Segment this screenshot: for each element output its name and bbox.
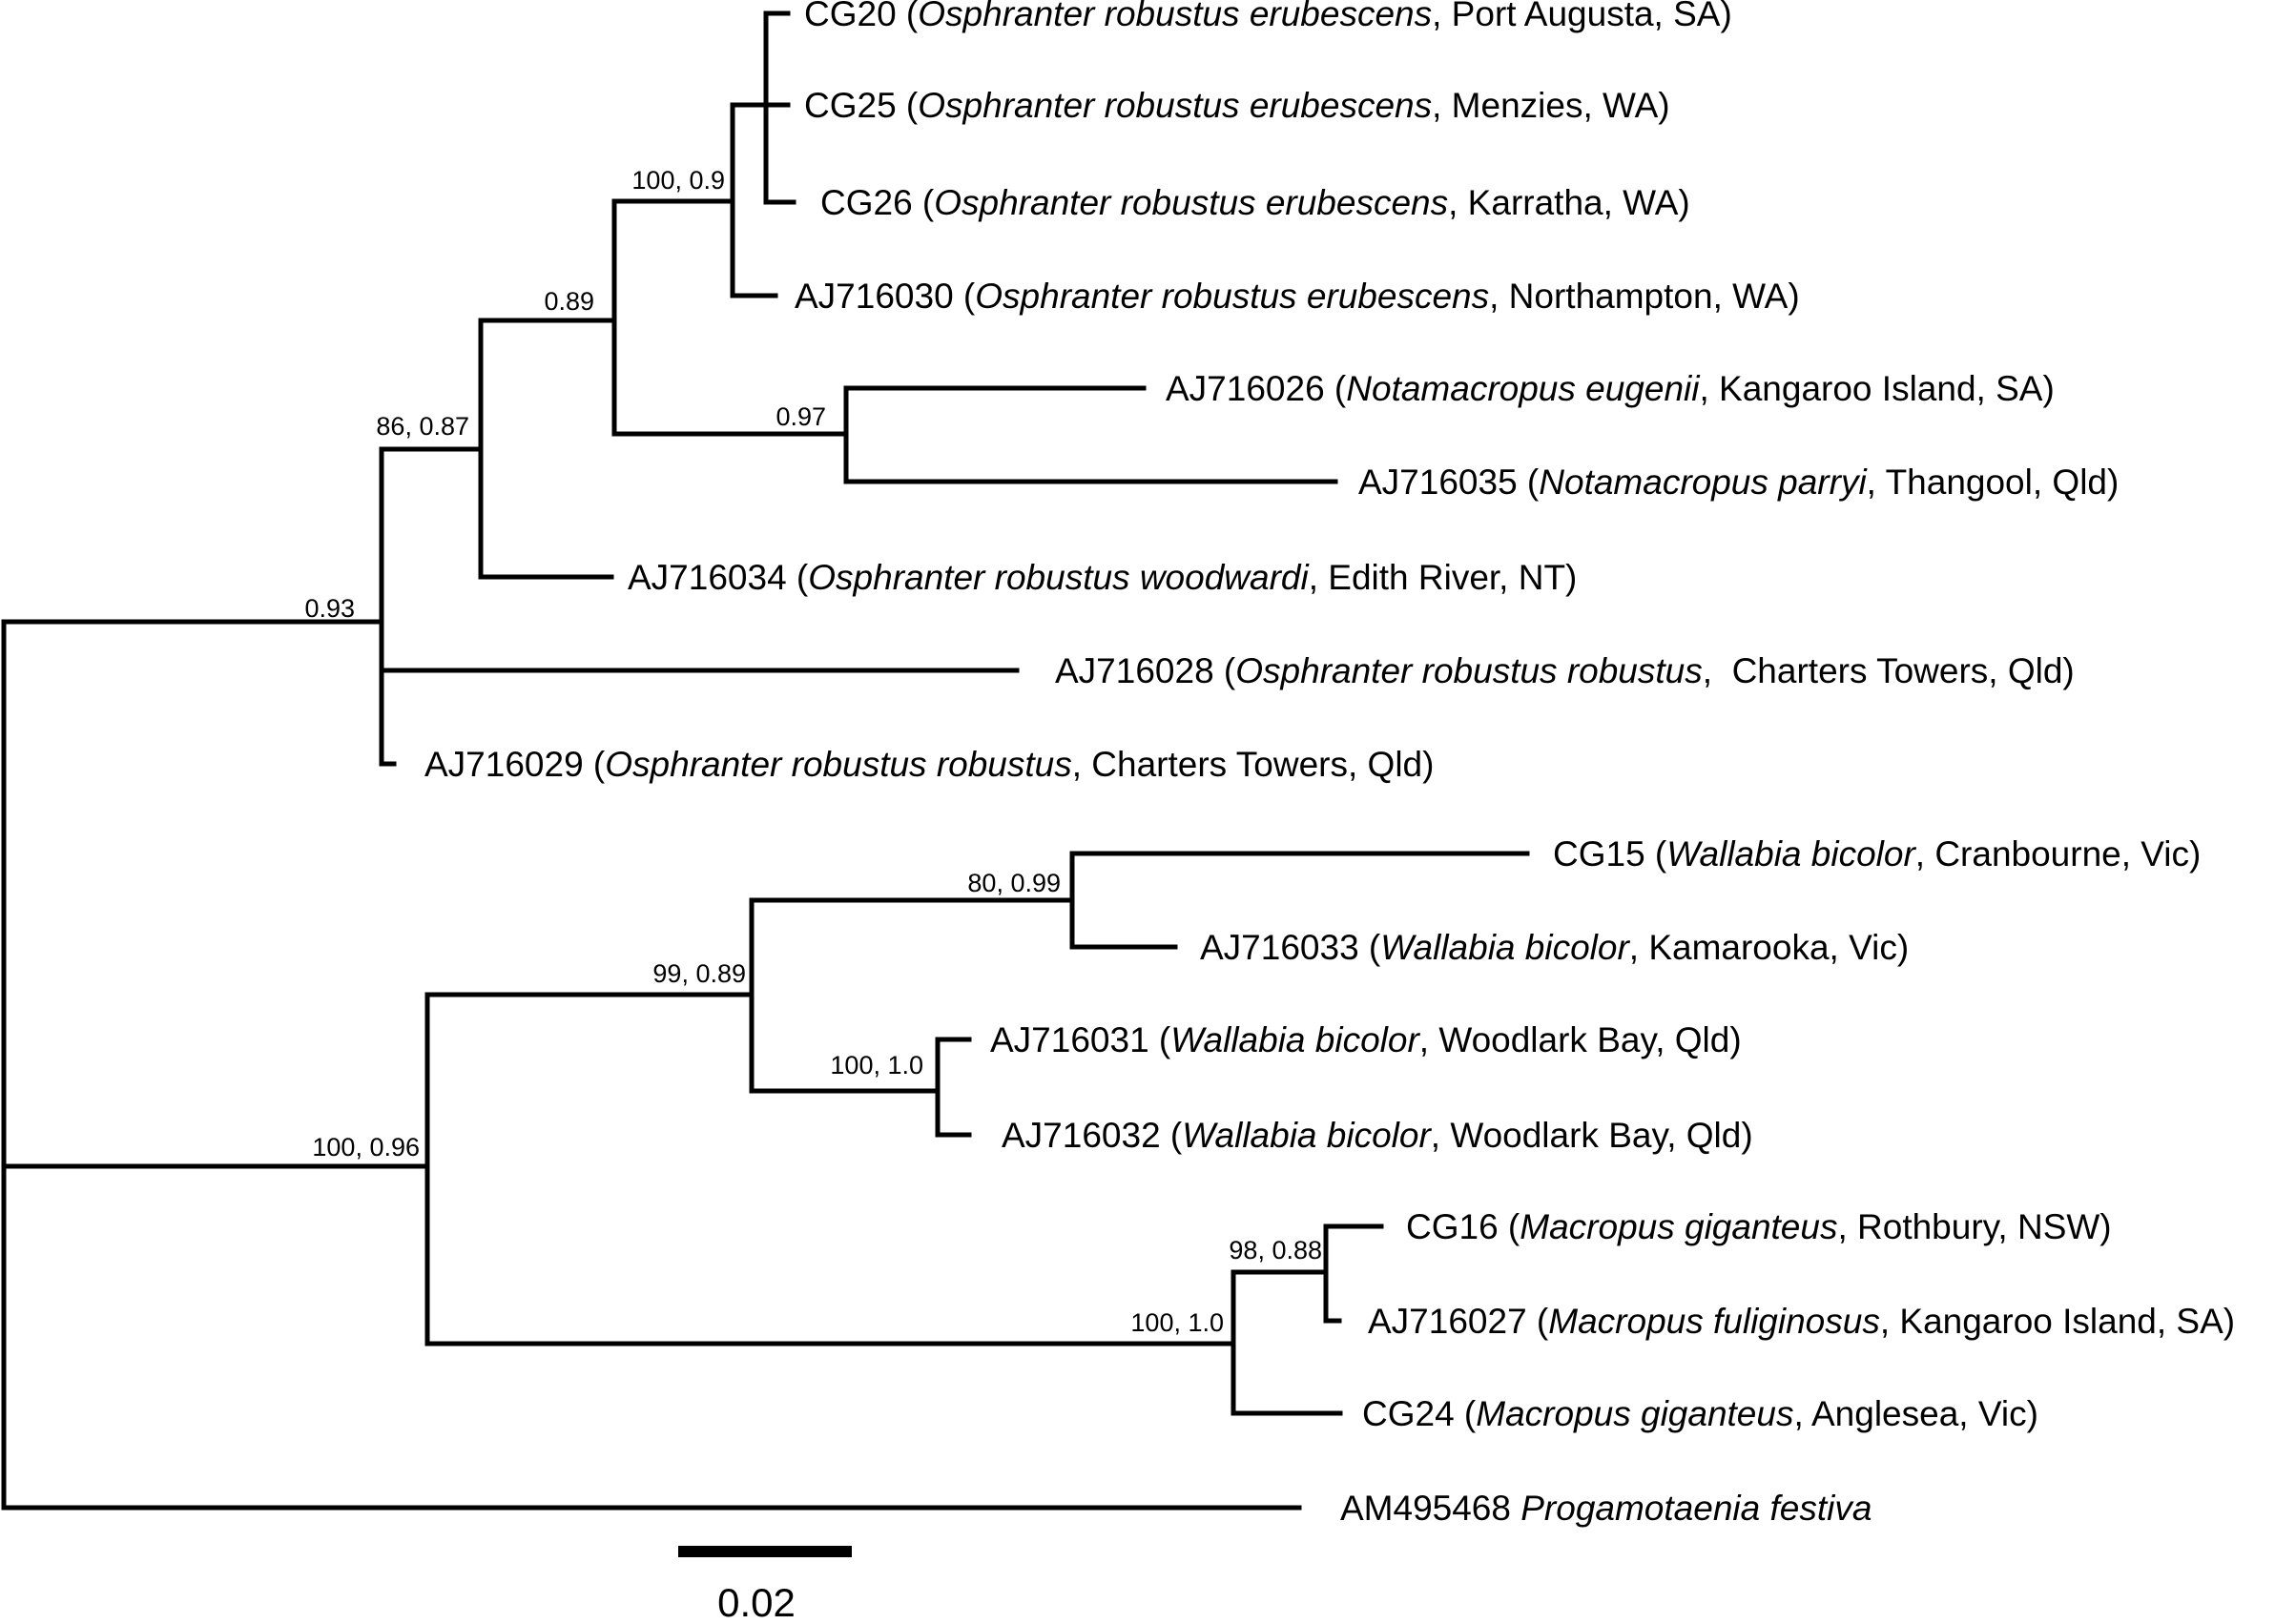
support-label-notamacropus: 0.97 xyxy=(776,402,826,431)
leaf-label-aj716027: AJ716027 (Macropus fuliginosus, Kangaroo… xyxy=(1368,1302,2235,1341)
support-label-node-b: 86, 0.87 xyxy=(376,412,469,441)
scale-bar: 0.02 xyxy=(678,1546,852,1624)
support-values: 100, 0.9 0.89 0.97 86, 0.87 0.93 80, 0.9… xyxy=(304,166,1322,1337)
support-label-wallabia: 99, 0.89 xyxy=(652,959,746,988)
leaf-label-cg16: CG16 (Macropus giganteus, Rothbury, NSW) xyxy=(1406,1207,2112,1246)
support-label-erubescens: 100, 0.9 xyxy=(631,166,725,195)
leaf-label-aj716028: AJ716028 (Osphranter robustus robustus, … xyxy=(1055,651,2075,690)
tree-branches xyxy=(1,10,1530,1511)
leaf-labels: CG20 (Osphranter robustus erubescens, Po… xyxy=(424,0,2235,1528)
scale-bar-label: 0.02 xyxy=(717,1580,796,1624)
leaf-label-aj716033: AJ716033 (Wallabia bicolor, Kamarooka, V… xyxy=(1200,928,1909,967)
leaf-label-aj716035: AJ716035 (Notamacropus parryi, Thangool,… xyxy=(1358,463,2119,502)
support-label-mg1: 98, 0.88 xyxy=(1229,1236,1322,1264)
support-label-wb2: 100, 1.0 xyxy=(830,1051,923,1079)
support-label-macropus: 100, 0.96 xyxy=(312,1133,420,1161)
leaf-label-aj716026: AJ716026 (Notamacropus eugenii, Kangaroo… xyxy=(1166,369,2055,408)
leaf-label-cg26: CG26 (Osphranter robustus erubescens, Ka… xyxy=(820,183,1690,222)
leaf-label-aj716034: AJ716034 (Osphranter robustus woodwardi,… xyxy=(628,558,1577,597)
support-label-wb1: 80, 0.99 xyxy=(967,869,1061,897)
leaf-label-cg25: CG25 (Osphranter robustus erubescens, Me… xyxy=(804,86,1670,125)
support-label-node-a: 0.89 xyxy=(544,287,594,316)
leaf-label-cg24: CG24 (Macropus giganteus, Anglesea, Vic) xyxy=(1362,1394,2038,1433)
leaf-label-aj716031: AJ716031 (Wallabia bicolor, Woodlark Bay… xyxy=(990,1020,1742,1059)
leaf-label-am495468: AM495468 Progamotaenia festiva xyxy=(1340,1489,1872,1528)
support-label-robustus: 0.93 xyxy=(304,594,355,623)
leaf-label-cg15: CG15 (Wallabia bicolor, Cranbourne, Vic) xyxy=(1553,834,2201,874)
leaf-label-cg20: CG20 (Osphranter robustus erubescens, Po… xyxy=(804,0,1732,33)
leaf-label-aj716032: AJ716032 (Wallabia bicolor, Woodlark Bay… xyxy=(1002,1116,1753,1155)
support-label-mg: 100, 1.0 xyxy=(1130,1308,1224,1337)
leaf-label-aj716030: AJ716030 (Osphranter robustus erubescens… xyxy=(795,277,1800,316)
leaf-label-aj716029: AJ716029 (Osphranter robustus robustus, … xyxy=(424,745,1434,784)
